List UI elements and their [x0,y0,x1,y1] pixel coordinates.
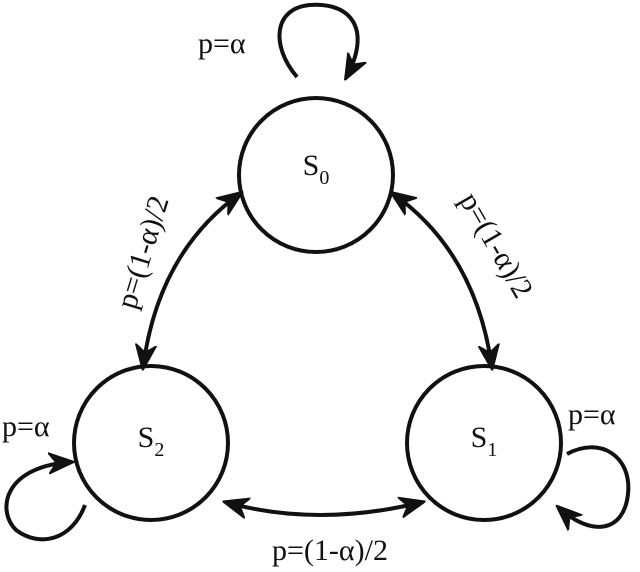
state-s1-label: S1 [471,421,498,461]
edge-s1-s2-label: p=(1-α)/2 [272,534,388,567]
edge-s0-s1-arrow [392,193,492,368]
self-loop-s2-label: p=α [2,410,50,443]
edge-s0-s2-arrow [143,193,241,368]
self-loop-s2-arrow [4,462,87,542]
state-s0-circle [237,96,395,254]
edge-s1-s2-arrow [225,502,423,515]
self-loop-s0-arrow [277,2,357,78]
self-loop-s1-label: p=α [568,398,616,431]
state-s0-label: S0 [303,149,330,189]
edge-s0-s2-label: p=(1-α)/2 [110,192,175,313]
self-loop-s0-label: p=α [198,27,246,60]
state-s2-label: S2 [138,421,165,461]
edge-s0-s1-label: p=(1-α)/2 [453,187,540,304]
self-loop-s1-arrow [558,445,631,527]
